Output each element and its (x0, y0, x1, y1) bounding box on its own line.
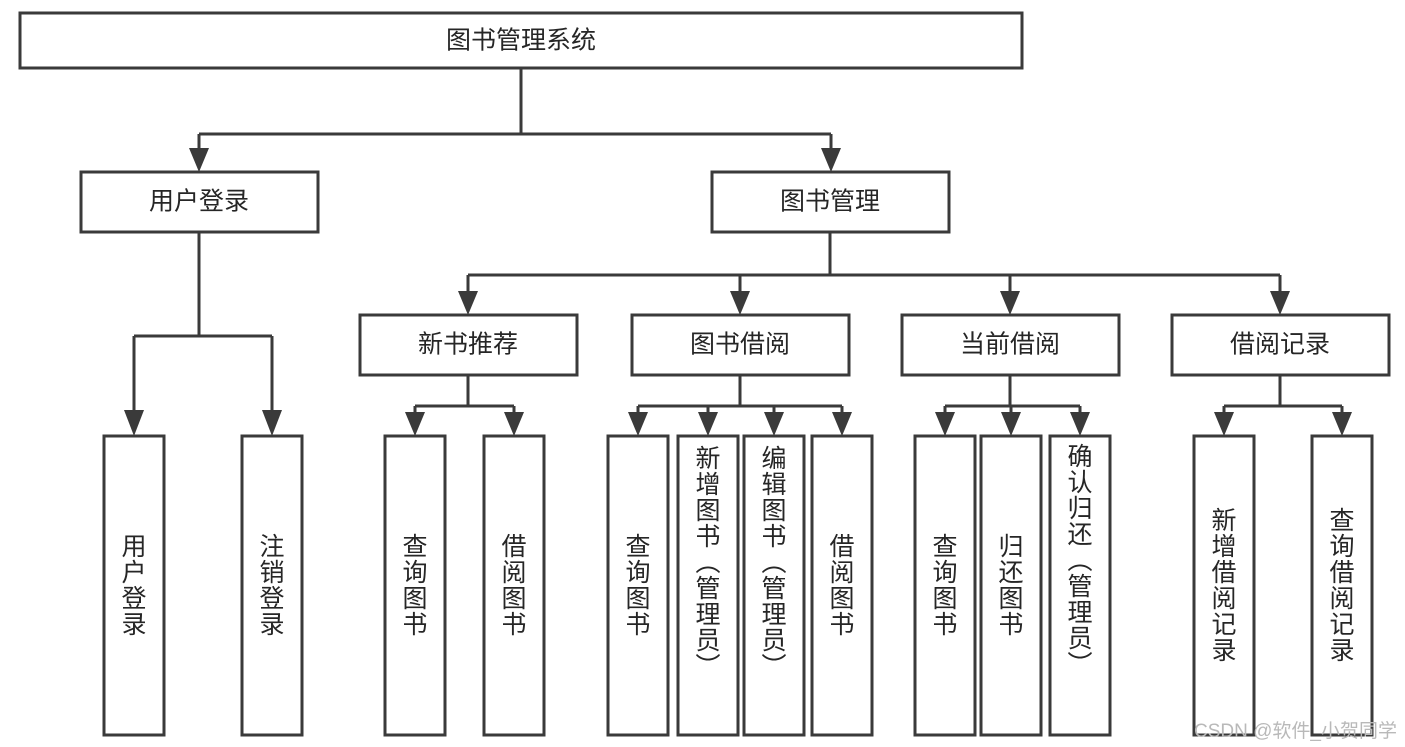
arrowhead-bb-3 (764, 412, 784, 436)
node-leaf-ul-1-box[interactable] (102, 434, 166, 737)
arrowhead-cb-3 (1070, 412, 1090, 436)
node-book-borrow[interactable]: 图书借阅 (630, 313, 851, 377)
arrowhead-br-1 (1214, 412, 1234, 436)
node-current-borrow[interactable]: 当前借阅 (900, 313, 1121, 377)
arrowhead-bb-1 (628, 412, 648, 436)
node-new-book-recommend[interactable]: 新书推荐 (358, 313, 579, 377)
node-book-borrow-label: 图书借阅 (690, 331, 790, 359)
arrowhead-l3-4 (1270, 291, 1290, 315)
arrowhead-l3-3 (1000, 291, 1020, 315)
node-leaf-bb-1-box[interactable] (606, 434, 670, 737)
arrowhead-cb-1 (935, 412, 955, 436)
node-leaf-br-1-box[interactable] (1192, 434, 1256, 737)
node-root[interactable]: 图书管理系统 (18, 11, 1024, 70)
node-book-manage-label: 图书管理 (780, 188, 880, 216)
node-user-login[interactable]: 用户登录 (79, 170, 320, 234)
arrowhead-user-login (189, 148, 209, 172)
node-borrow-record-label: 借阅记录 (1230, 331, 1330, 359)
arrowhead-bb-4 (832, 412, 852, 436)
arrowhead-nbr-2 (504, 412, 524, 436)
node-root-label: 图书管理系统 (446, 27, 596, 55)
node-leaf-nbr-2-box[interactable] (482, 434, 546, 737)
node-leaf-cb-2-box[interactable] (979, 434, 1043, 737)
arrowhead-br-2 (1332, 412, 1352, 436)
node-book-manage[interactable]: 图书管理 (710, 170, 951, 234)
node-user-login-label: 用户登录 (149, 188, 249, 216)
node-current-borrow-label: 当前借阅 (960, 331, 1060, 359)
node-new-book-recommend-box (358, 313, 579, 377)
arrowhead-ul-leaf-2 (262, 410, 282, 436)
node-book-manage-box (710, 170, 951, 234)
node-leaf-cb-3-box[interactable] (1048, 434, 1112, 737)
node-book-borrow-box (630, 313, 851, 377)
arrowhead-bb-2 (698, 412, 718, 436)
node-root-box (18, 11, 1024, 70)
node-leaf-ul-2-box[interactable] (240, 434, 304, 737)
arrowhead-l3-2 (730, 291, 750, 315)
arrowhead-nbr-1 (405, 412, 425, 436)
node-leaf-br-2-box[interactable] (1310, 434, 1374, 737)
node-current-borrow-box (900, 313, 1121, 377)
arrowhead-book-manage (821, 148, 841, 172)
arrowhead-cb-2 (1001, 412, 1021, 436)
node-leaf-cb-1-box[interactable] (913, 434, 977, 737)
node-leaf-bb-2-box[interactable] (676, 434, 740, 737)
node-borrow-record[interactable]: 借阅记录 (1170, 313, 1391, 377)
node-new-book-recommend-label: 新书推荐 (418, 331, 518, 359)
node-leaf-nbr-1-box[interactable] (383, 434, 447, 737)
node-leaf-bb-4-box[interactable] (810, 434, 874, 737)
csdn-watermark: CSDN @软件_小贺同学 (1194, 721, 1397, 742)
arrowhead-l3-1 (458, 291, 478, 315)
arrowhead-ul-leaf-1 (124, 410, 144, 436)
node-leaf-bb-3-box[interactable] (742, 434, 806, 737)
node-borrow-record-box (1170, 313, 1391, 377)
